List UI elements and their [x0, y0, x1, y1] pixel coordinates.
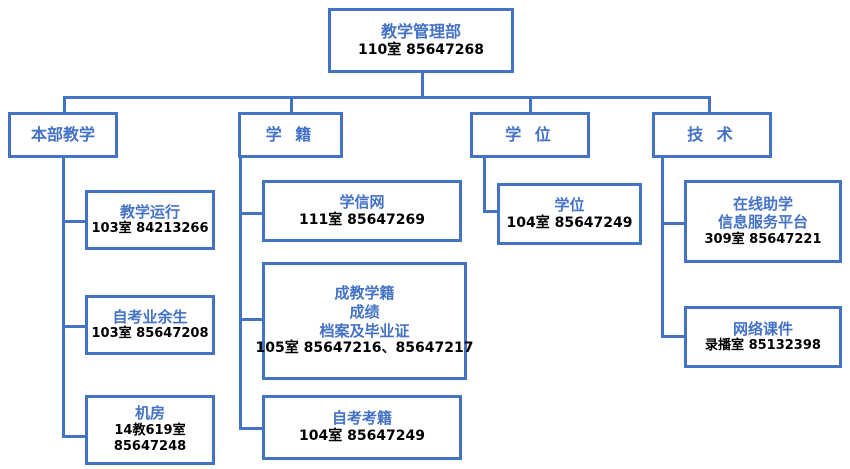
node-jifang-detail2: 85647248 [113, 439, 187, 455]
node-xuewei-title: 学 位 [505, 125, 555, 144]
node-root[interactable]: 教学管理部 110室 85647268 [328, 8, 514, 73]
connector-trunk-jishu [661, 158, 664, 338]
node-jiaoxue-yunxing-title: 教学运行 [119, 202, 180, 221]
node-benbu-title: 本部教学 [30, 125, 95, 144]
node-zikao-kaoji[interactable]: 自考考籍 104室 85647249 [262, 395, 462, 460]
connector-stub-xueji-2 [239, 318, 265, 321]
connector-trunk-xueji [239, 158, 242, 430]
node-benbu-jiaoxue[interactable]: 本部教学 [8, 112, 118, 158]
node-xuewei-child[interactable]: 学位 104室 85647249 [497, 183, 642, 245]
connector-stub-xueji-3 [239, 427, 265, 430]
node-chengjiao-xueji[interactable]: 成教学籍 成绩 档案及毕业证 105室 85647216、85647217 [256, 262, 473, 380]
node-chengjiao-xueji-detail: 105室 85647216、85647217 [255, 340, 474, 357]
node-xuewei-child-detail: 104室 85647249 [506, 214, 633, 231]
node-xuexinwang-title: 学信网 [339, 192, 385, 211]
connector-drop-xuewei [529, 96, 532, 114]
connector-drop-xueji [290, 96, 293, 114]
node-xuewei[interactable]: 学 位 [470, 112, 590, 158]
node-zikao-yeyusheng-detail: 103室 85647208 [91, 326, 209, 342]
node-zikao-kaoji-title: 自考考籍 [331, 409, 392, 428]
connector-stub-jishu-1 [661, 222, 687, 225]
connector-stub-jishu-2 [661, 335, 687, 338]
node-zaixian-zhuxue-title2: 信息服务平台 [717, 213, 808, 232]
node-chengjiao-xueji-title3: 档案及毕业证 [319, 321, 410, 340]
connector-root-stem [421, 72, 424, 98]
node-jifang[interactable]: 机房 14教619室 85647248 [85, 395, 215, 465]
node-xuexinwang[interactable]: 学信网 111室 85647269 [262, 180, 462, 242]
connector-stub-benbu-1 [62, 220, 88, 223]
node-root-detail: 110室 85647268 [357, 41, 485, 58]
connector-level2-bus [63, 96, 711, 99]
node-root-title: 教学管理部 [380, 21, 461, 41]
node-wangluo-kejian-detail: 录播室 85132398 [705, 338, 821, 354]
node-chengjiao-xueji-title2: 成绩 [349, 302, 380, 321]
node-xueji[interactable]: 学 籍 [238, 112, 343, 158]
node-xuexinwang-detail: 111室 85647269 [298, 211, 426, 228]
connector-stub-benbu-3 [62, 435, 88, 438]
node-jifang-detail: 14教619室 [114, 423, 186, 439]
node-jiaoxue-yunxing-detail: 103室 84213266 [91, 221, 209, 237]
node-jishu[interactable]: 技 术 [652, 112, 772, 158]
node-zikao-yeyusheng-title: 自考业余生 [112, 307, 188, 326]
node-xueji-title: 学 籍 [265, 125, 316, 144]
connector-stub-xuewei-1 [483, 210, 505, 213]
node-wangluo-kejian[interactable]: 网络课件 录播室 85132398 [684, 306, 842, 368]
node-zikao-kaoji-detail: 104室 85647249 [298, 428, 426, 445]
node-jiaoxue-yunxing[interactable]: 教学运行 103室 84213266 [85, 190, 215, 250]
connector-drop-benbu [63, 96, 66, 114]
node-jifang-title: 机房 [134, 404, 165, 423]
connector-stub-benbu-2 [62, 325, 88, 328]
connector-stub-xueji-1 [239, 212, 265, 215]
node-zaixian-zhuxue-detail: 309室 85647221 [704, 232, 822, 248]
node-chengjiao-xueji-title: 成教学籍 [334, 284, 395, 303]
node-zaixian-zhuxue-title: 在线助学 [732, 194, 793, 213]
node-xuewei-child-title: 学位 [554, 195, 585, 214]
node-zaixian-zhuxue[interactable]: 在线助学 信息服务平台 309室 85647221 [684, 180, 842, 263]
connector-trunk-benbu [62, 158, 65, 438]
node-wangluo-kejian-title: 网络课件 [732, 319, 793, 338]
node-jishu-title: 技 术 [687, 125, 737, 144]
connector-trunk-xuewei [483, 158, 486, 213]
connector-drop-jishu [708, 96, 711, 114]
node-zikao-yeyusheng[interactable]: 自考业余生 103室 85647208 [85, 295, 215, 355]
